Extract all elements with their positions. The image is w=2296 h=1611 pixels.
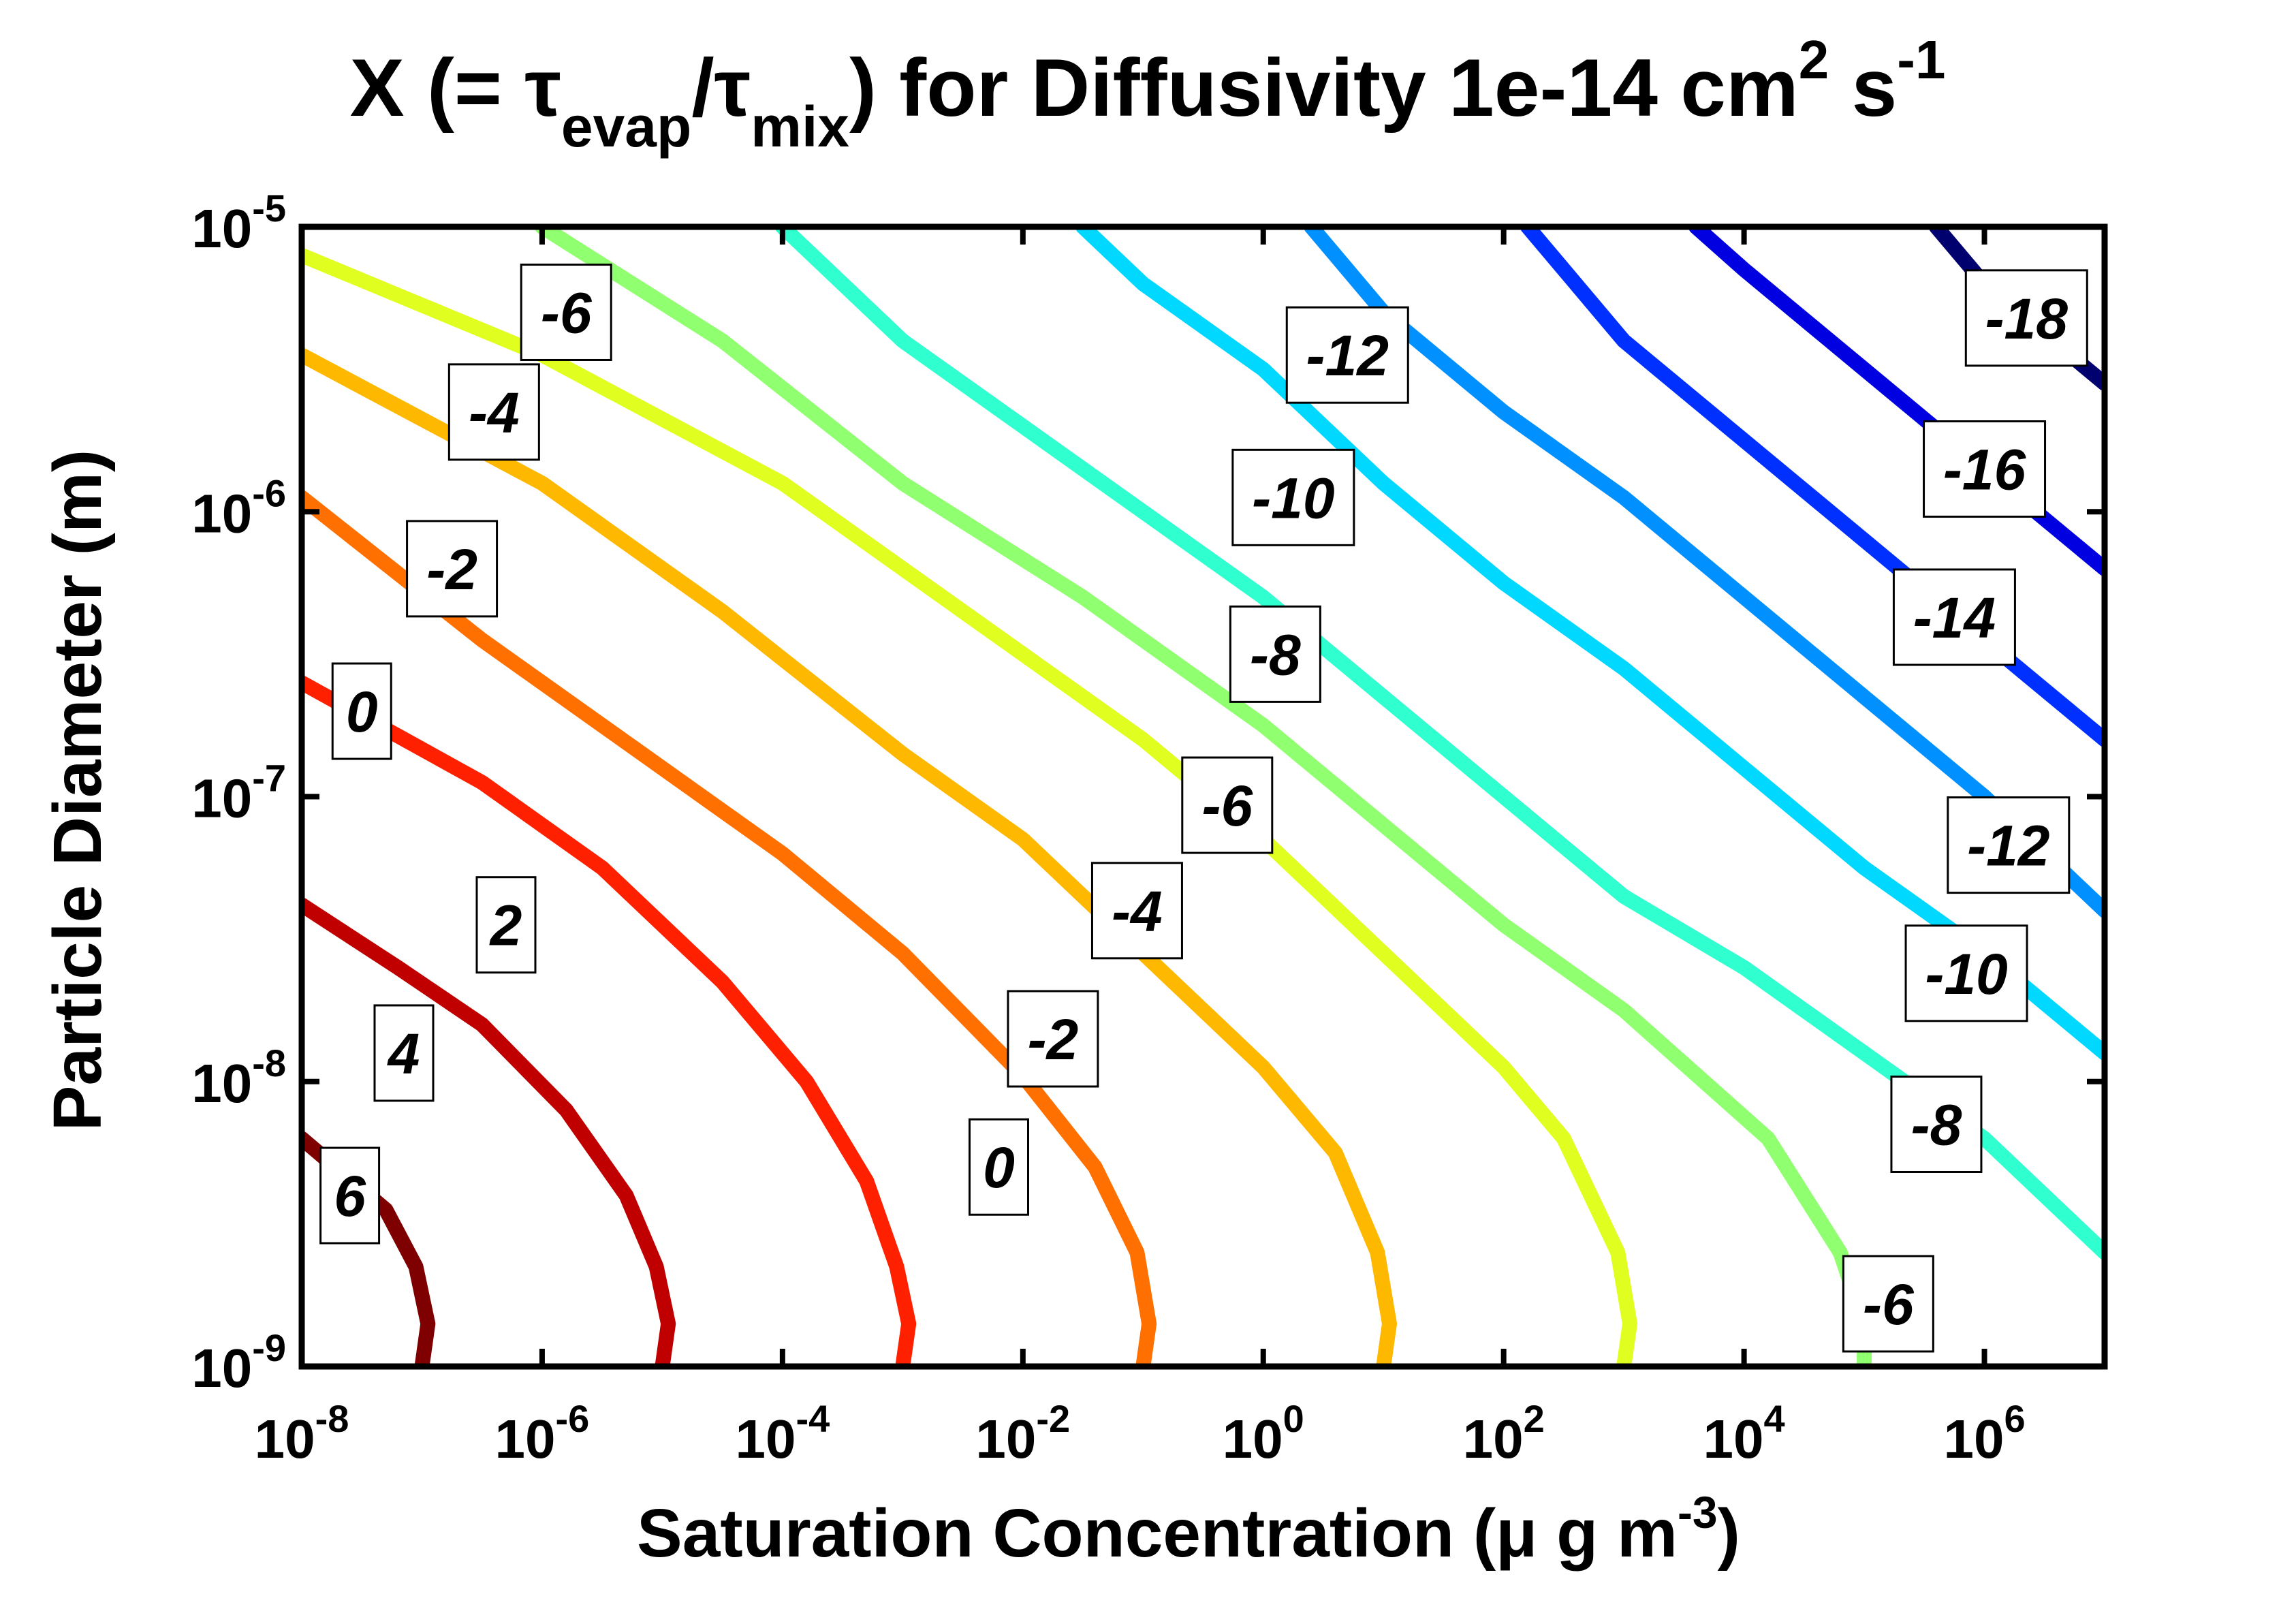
contour-label-box — [1947, 796, 2071, 894]
contour-label-text: 6 — [334, 1164, 366, 1228]
contour-line-level-2 — [302, 675, 917, 1366]
y-tick-label: 10-5 — [191, 187, 286, 259]
contour-label-text: -18 — [1985, 287, 2069, 351]
contour-label-text: -10 — [1252, 466, 1334, 530]
contour-label: -4 — [1090, 862, 1183, 960]
contour-label: -6 — [1842, 1255, 1934, 1353]
contour-label: 0 — [331, 662, 392, 760]
x-axis-label: Saturation Concentration (μ g m-3) — [637, 1487, 1740, 1571]
x-axis-ticks: 10-8 10-6 10-4 10-2 100 102 104 106 — [255, 227, 2026, 1469]
contour-label-box — [373, 1004, 435, 1102]
contour-label-box — [969, 1118, 1030, 1216]
contour-label-box — [1229, 605, 1321, 703]
contour-label-box — [1964, 269, 2088, 367]
contour-label: -12 — [1947, 796, 2071, 894]
contour-line-level-4 — [302, 897, 676, 1366]
y-tick-label: 10-9 — [191, 1326, 286, 1398]
contour-label: -10 — [1904, 924, 2028, 1022]
contour-label-box — [319, 1146, 381, 1245]
contour-label-box — [1890, 1075, 1983, 1173]
contour-label-text: -2 — [426, 537, 477, 601]
contour-label-text: -14 — [1913, 586, 1996, 650]
x-tick-label: 104 — [1703, 1397, 1785, 1469]
y-tick-label: 10-6 — [191, 471, 286, 544]
contour-label: -10 — [1231, 448, 1355, 546]
contour-label-box — [1892, 568, 2016, 666]
contour-label-text: -4 — [1112, 879, 1163, 943]
contour-label-text: -6 — [541, 281, 593, 345]
contour-label-box — [1231, 448, 1355, 546]
contour-label: -2 — [1007, 990, 1099, 1088]
contour-label-box — [475, 876, 537, 974]
contour-label: -16 — [1923, 420, 2047, 518]
contour-label: -18 — [1964, 269, 2088, 367]
contour-label-box — [1285, 306, 1409, 404]
contour-label: -6 — [520, 263, 612, 361]
x-tick-label: 106 — [1943, 1397, 2025, 1469]
x-tick-label: 10-6 — [495, 1397, 590, 1469]
contour-label: 2 — [475, 876, 537, 974]
y-axis-label: Particle Diameter (m) — [40, 450, 116, 1131]
contour-label-box — [406, 520, 499, 618]
contour-label-text: -12 — [1306, 324, 1389, 388]
contour-label: -8 — [1229, 605, 1321, 703]
x-tick-label: 10-4 — [735, 1397, 830, 1469]
y-axis-ticks: 10-9 10-8 10-7 10-6 10-5 — [191, 187, 2105, 1398]
contour-label-box — [1842, 1255, 1934, 1353]
contour-line-level-0 — [302, 490, 1157, 1366]
contour-label-text: -6 — [1201, 774, 1253, 838]
contour-label: -8 — [1890, 1075, 1983, 1173]
contour-line-level--4 — [302, 247, 1637, 1366]
contour-label-text: 0 — [983, 1136, 1015, 1200]
contour-label-text: 2 — [489, 894, 522, 958]
contour-label-box — [1007, 990, 1099, 1088]
contour-label-box — [520, 263, 612, 361]
contour-label: 4 — [373, 1004, 435, 1102]
chart-title: X (= τevap/τmix) for Diffusivity 1e-14 c… — [350, 29, 1946, 159]
contour-label-text: 4 — [387, 1022, 420, 1086]
contour-label: 0 — [969, 1118, 1030, 1216]
contour-label: -12 — [1285, 306, 1409, 404]
contour-label-box — [331, 662, 392, 760]
contour-label-text: -8 — [1911, 1093, 1962, 1157]
x-tick-label: 10-8 — [255, 1397, 349, 1469]
contour-label-text: -2 — [1028, 1007, 1079, 1072]
contour-label-text: -4 — [469, 381, 520, 445]
contour-label: -4 — [447, 363, 540, 461]
x-tick-label: 100 — [1223, 1397, 1304, 1469]
y-tick-label: 10-8 — [191, 1042, 286, 1114]
contour-label-box — [447, 363, 540, 461]
contour-label-box — [1904, 924, 2028, 1022]
contour-line-level--10 — [1075, 227, 2105, 1061]
contour-label: -6 — [1181, 756, 1274, 854]
y-tick-label: 10-7 — [191, 757, 286, 829]
contour-label-box — [1090, 862, 1183, 960]
contour-label-text: -6 — [1863, 1272, 1915, 1336]
contour-label: -14 — [1892, 568, 2016, 666]
contour-label: -2 — [406, 520, 499, 618]
x-tick-label: 102 — [1463, 1397, 1545, 1469]
x-tick-label: 10-2 — [975, 1397, 1070, 1469]
contour-label-text: -8 — [1250, 623, 1301, 687]
contour-label-text: -10 — [1925, 942, 2007, 1006]
contour-labels: 6420-2-4-6-12-10-8-6-4-20-18-16-14-12-10… — [319, 263, 2088, 1353]
contour-label-text: 0 — [346, 680, 378, 744]
contour-label: 6 — [319, 1146, 381, 1245]
contour-label-box — [1923, 420, 2047, 518]
contour-label-text: -12 — [1967, 814, 2049, 878]
contour-line-level--2 — [302, 347, 1397, 1366]
contour-label-text: -16 — [1943, 438, 2027, 502]
contour-label-box — [1181, 756, 1274, 854]
